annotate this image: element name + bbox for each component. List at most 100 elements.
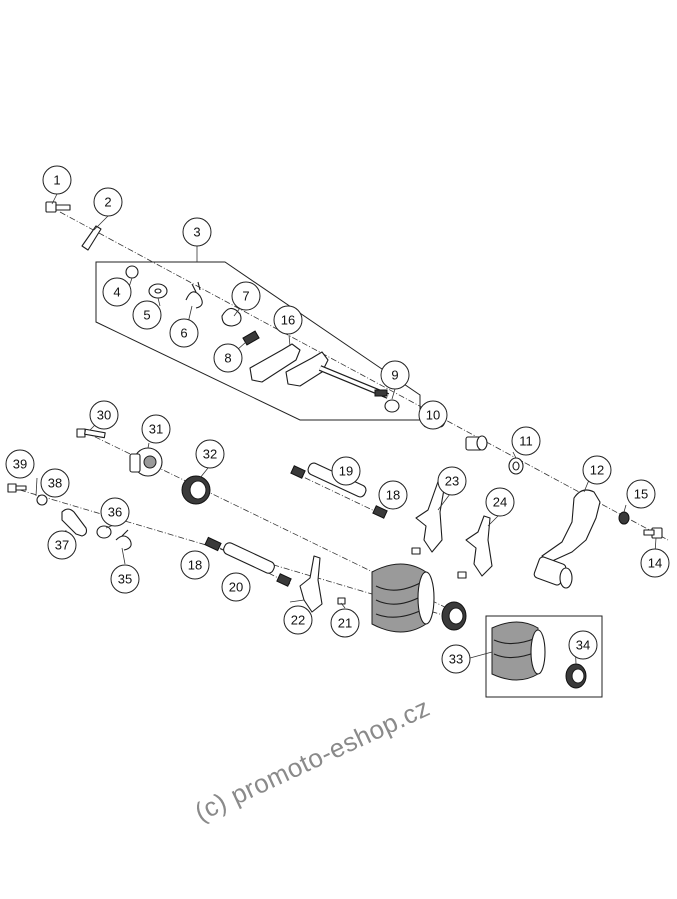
svg-text:9: 9 [391, 368, 398, 383]
part-spring-35 [115, 529, 132, 551]
callout-21: 21 [330, 608, 360, 638]
callout-9: 9 [380, 360, 410, 390]
svg-text:33: 33 [449, 652, 463, 667]
svg-text:31: 31 [149, 422, 163, 437]
part-fork-23 [415, 475, 447, 553]
callout-36: 36 [100, 497, 130, 527]
svg-text:37: 37 [55, 538, 69, 553]
callout-3: 3 [182, 217, 212, 247]
part-spring-18 [204, 536, 222, 552]
part-pin-23 [411, 547, 421, 555]
callout-5: 5 [132, 300, 162, 330]
part-shift-drum [371, 563, 435, 633]
svg-text:19: 19 [339, 464, 353, 479]
part-pin-24 [457, 571, 467, 579]
part-washer-15 [618, 511, 630, 525]
callout-22: 22 [283, 605, 313, 635]
part-shift-shaft-16 [249, 343, 390, 399]
part-washer-9 [384, 399, 400, 413]
svg-text:21: 21 [338, 616, 352, 631]
svg-text:11: 11 [519, 434, 533, 449]
part-washer-38 [36, 494, 48, 506]
svg-text:10: 10 [426, 408, 440, 423]
callout-8: 8 [213, 343, 243, 373]
part-drum-bearing [441, 601, 467, 631]
svg-text:7: 7 [242, 289, 249, 304]
svg-text:23: 23 [445, 474, 459, 489]
svg-text:35: 35 [118, 572, 132, 587]
svg-text:34: 34 [576, 638, 590, 653]
callout-23: 23 [437, 466, 467, 496]
part-fork-22 [299, 555, 323, 613]
callout-32: 32 [195, 439, 225, 469]
svg-text:32: 32 [203, 447, 217, 462]
leader-lines [35, 193, 657, 665]
part-drum-locator-31 [129, 447, 163, 477]
callout-39: 39 [5, 449, 35, 479]
svg-text:6: 6 [180, 326, 187, 341]
callout-31: 31 [141, 414, 171, 444]
part-bolt-39 [7, 483, 27, 493]
svg-text:14: 14 [648, 556, 662, 571]
callout-15: 15 [626, 479, 656, 509]
part-bushing-10b [465, 435, 488, 451]
svg-text:8: 8 [224, 351, 231, 366]
part-circlip-4 [125, 265, 139, 279]
callout-18-upper: 18 [378, 480, 408, 510]
part-fork-24 [465, 515, 493, 577]
part-bolt-30 [76, 428, 106, 439]
callout-37: 37 [47, 530, 77, 560]
svg-text:38: 38 [48, 476, 62, 491]
assembly-frame-33 [485, 615, 603, 698]
callout-1: 1 [42, 165, 72, 195]
svg-text:15: 15 [634, 487, 648, 502]
assembly-frame-3 [95, 261, 421, 421]
callout-2: 2 [93, 187, 123, 217]
callout-30: 30 [89, 400, 119, 430]
part-spring-8 [242, 330, 260, 346]
part-lever-2 [81, 225, 102, 251]
callout-24: 24 [485, 487, 515, 517]
callout-34: 34 [568, 630, 598, 660]
part-shift-pedal-12 [533, 556, 573, 589]
callout-11: 11 [511, 426, 541, 456]
axis-rod-19 [294, 472, 386, 517]
part-bolt-14 [643, 527, 663, 539]
svg-text:20: 20 [229, 580, 243, 595]
axis-upper [59, 211, 669, 541]
callout-38: 38 [40, 468, 70, 498]
callout-6: 6 [169, 318, 199, 348]
callout-4: 4 [102, 277, 132, 307]
svg-text:5: 5 [143, 308, 150, 323]
part-bearing-32 [181, 475, 211, 505]
callout-33: 33 [441, 644, 471, 674]
svg-text:36: 36 [108, 505, 122, 520]
svg-text:18: 18 [386, 488, 400, 503]
svg-text:39: 39 [13, 457, 27, 472]
part-rod-20 [223, 542, 292, 587]
part-bearing-34 [565, 663, 587, 689]
part-bolt-1 [45, 201, 71, 213]
svg-text:4: 4 [113, 285, 120, 300]
callout-20: 20 [221, 572, 251, 602]
part-arm-37 [61, 508, 88, 537]
callout-14: 14 [640, 548, 670, 578]
callout-10: 10 [418, 400, 448, 430]
svg-text:16: 16 [281, 313, 295, 328]
svg-text:2: 2 [104, 195, 111, 210]
callout-19: 19 [331, 456, 361, 486]
svg-text:3: 3 [193, 225, 200, 240]
svg-text:12: 12 [590, 463, 604, 478]
callout-18-lower: 18 [180, 550, 210, 580]
callout-35: 35 [110, 564, 140, 594]
svg-text:22: 22 [291, 613, 305, 628]
svg-text:30: 30 [97, 408, 111, 423]
part-roller-36 [96, 525, 112, 539]
part-shift-lever-12 [541, 489, 601, 563]
callout-7: 7 [231, 281, 261, 311]
callout-12: 12 [582, 455, 612, 485]
part-spring-6 [185, 281, 203, 309]
svg-text:18: 18 [188, 558, 202, 573]
svg-text:24: 24 [493, 495, 507, 510]
